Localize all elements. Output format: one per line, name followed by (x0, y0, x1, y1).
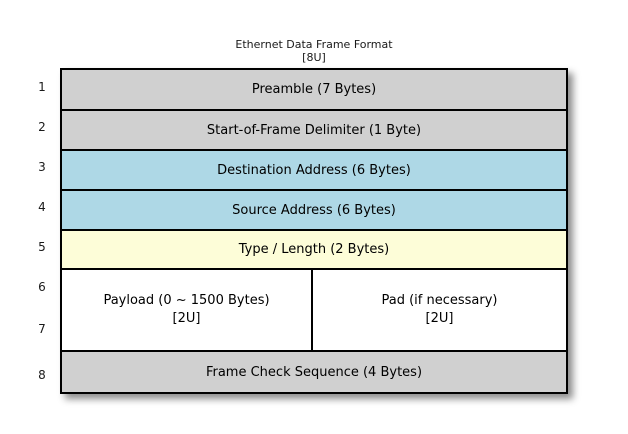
frame-field-pad: Pad (if necessary) [2U] (313, 270, 566, 350)
row-index-8: 8 (38, 368, 46, 382)
frame-field-frame-check-sequence-label: Frame Check Sequence (4 Bytes) (205, 364, 423, 380)
frame-field-sfd: Start-of-Frame Delimiter (1 Byte) (62, 111, 566, 151)
frame-field-source-address-label: Source Address (6 Bytes) (232, 202, 396, 218)
row-index-gutter: 1 2 3 4 5 6 7 8 (30, 68, 58, 394)
frame-field-destination-address-label: Destination Address (6 Bytes) (217, 162, 411, 178)
row-index-2: 2 (38, 120, 46, 134)
frame-field-payload: Payload (0 ~ 1500 Bytes) [2U] (62, 270, 313, 350)
row-index-1: 1 (38, 80, 46, 94)
diagram-title-block: Ethernet Data Frame Format [8U] (60, 38, 568, 64)
frame-field-type-length: Type / Length (2 Bytes) (62, 231, 566, 270)
row-index-4: 4 (38, 200, 46, 214)
frame-field-pad-annotation: [2U] (425, 311, 454, 326)
frame-field-frame-check-sequence: Frame Check Sequence (4 Bytes) (62, 352, 566, 392)
frame-field-preamble-label: Preamble (7 Bytes) (251, 82, 377, 97)
frame-field-source-address: Source Address (6 Bytes) (62, 191, 566, 231)
frame-field-pad-label: Pad (if necessary) (381, 293, 498, 308)
frame-field-sfd-label: Start-of-Frame Delimiter (1 Byte) (206, 122, 422, 138)
frame-field-type-length-label: Type / Length (2 Bytes) (238, 242, 390, 257)
frame-table: Preamble (7 Bytes) Start-of-Frame Delimi… (60, 68, 568, 394)
row-index-3: 3 (38, 160, 46, 174)
frame-field-preamble: Preamble (7 Bytes) (62, 70, 566, 111)
frame-field-payload-annotation: [2U] (172, 311, 201, 326)
page-title-annotation: [8U] (302, 51, 326, 64)
page-title: Ethernet Data Frame Format (235, 38, 393, 51)
row-index-5: 5 (38, 240, 46, 254)
row-index-7: 7 (38, 322, 46, 336)
row-index-6: 6 (38, 280, 46, 294)
frame-field-destination-address: Destination Address (6 Bytes) (62, 151, 566, 191)
frame-field-payload-label: Payload (0 ~ 1500 Bytes) (103, 293, 270, 308)
frame-field-payload-pad-row: Payload (0 ~ 1500 Bytes) [2U] Pad (if ne… (62, 270, 566, 352)
